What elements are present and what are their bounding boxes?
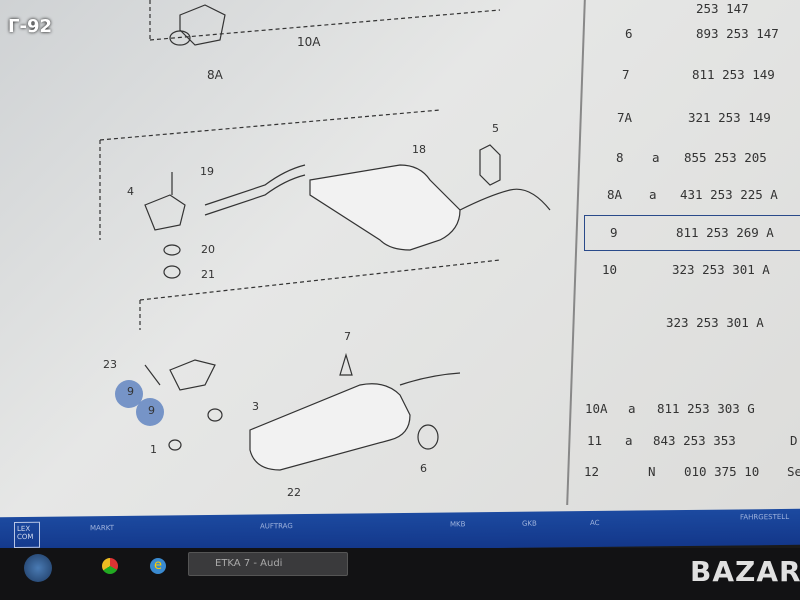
position: 9 (610, 225, 618, 240)
part-number: 323 253 301 A (672, 262, 770, 277)
part-number: 253 147 (696, 1, 749, 16)
callout-label[interactable]: 9 (127, 385, 134, 398)
exhaust-drawing (99, 0, 551, 471)
part-number: 843 253 353 (653, 433, 736, 448)
callout-label[interactable]: 10A (297, 35, 321, 49)
exhaust-diagram: 10A 8A 18 5 19 4 20 21 23 9 9 7 3 1 6 22 (99, 0, 551, 499)
indicator: a (649, 187, 657, 202)
tab-markt[interactable]: MARKT (90, 523, 115, 533)
indicator: a (652, 150, 660, 165)
callout-label[interactable]: 7 (344, 330, 351, 343)
part-number: 431 253 225 A (680, 187, 778, 202)
taskbar-window-etka[interactable]: ETKA 7 - Audi (188, 552, 348, 576)
tab-auftrag[interactable]: AUFTRAG (260, 522, 293, 531)
watermark: BAZAR (690, 555, 800, 588)
part-number: 010 375 10 (684, 464, 760, 479)
position: 11 (587, 433, 603, 448)
callout-label[interactable]: 5 (492, 122, 499, 135)
part-number: 323 253 301 A (666, 315, 764, 330)
callout-label[interactable]: 23 (103, 358, 117, 371)
etka-screen: 10A 8A 18 5 19 4 20 21 23 9 9 7 3 1 6 22… (0, 0, 800, 520)
tab-gkb[interactable]: GKB (522, 519, 537, 528)
part-number: 811 253 269 A (676, 225, 774, 240)
callout-label[interactable]: 18 (412, 143, 426, 156)
callout-label[interactable]: 20 (201, 243, 215, 256)
callout-label[interactable]: 9 (148, 404, 155, 417)
highlight-marker (136, 398, 164, 426)
lexcom-logo: LEX COM (14, 521, 40, 549)
part-number: 811 253 303 G (657, 401, 755, 416)
indicator: N (648, 464, 656, 479)
bottom-toolbar: LEX COM MARKT AUFTRAG MKB GKB AC FAHRGES… (0, 508, 800, 554)
callout-label[interactable]: 3 (252, 400, 259, 413)
callout-label[interactable]: 22 (287, 486, 301, 499)
tab-mkb[interactable]: MKB (450, 520, 466, 529)
position: 7A (617, 110, 633, 125)
description: D (790, 433, 798, 448)
parts-list: 253 147 6 893 253 147 7 811 253 149 7A 321 … (580, 0, 800, 510)
position: 10A (585, 401, 608, 416)
callout-label[interactable]: 4 (127, 185, 134, 198)
windows-start-icon[interactable] (24, 554, 52, 582)
callout-label[interactable]: 19 (200, 165, 214, 178)
position: 7 (622, 67, 630, 82)
part-number: 893 253 147 (696, 26, 779, 41)
callout-label[interactable]: 1 (150, 443, 157, 456)
overlay-tag: Г-92 (8, 16, 52, 37)
indicator: a (625, 433, 633, 448)
part-number: 811 253 149 (692, 67, 775, 82)
internet-explorer-icon[interactable]: e (150, 558, 166, 574)
position: 8A (607, 187, 623, 202)
part-number: 321 253 149 (688, 110, 771, 125)
position: 10 (602, 262, 618, 277)
taskbar: e ETKA 7 - Audi (0, 548, 800, 600)
description: Se (787, 464, 800, 479)
callout-label[interactable]: 21 (201, 268, 215, 281)
position: 8 (616, 150, 624, 165)
indicator: a (628, 401, 636, 416)
selection-box (584, 215, 800, 251)
tab-ac[interactable]: AC (590, 518, 600, 528)
tab-fahrgestell[interactable]: FAHRGESTELL (740, 512, 790, 522)
position: 6 (625, 26, 633, 41)
position: 12 (584, 464, 600, 479)
callout-label[interactable]: 6 (420, 462, 427, 475)
part-number: 855 253 205 (684, 150, 767, 165)
callout-label[interactable]: 8A (207, 68, 223, 82)
chrome-icon[interactable] (102, 558, 118, 574)
